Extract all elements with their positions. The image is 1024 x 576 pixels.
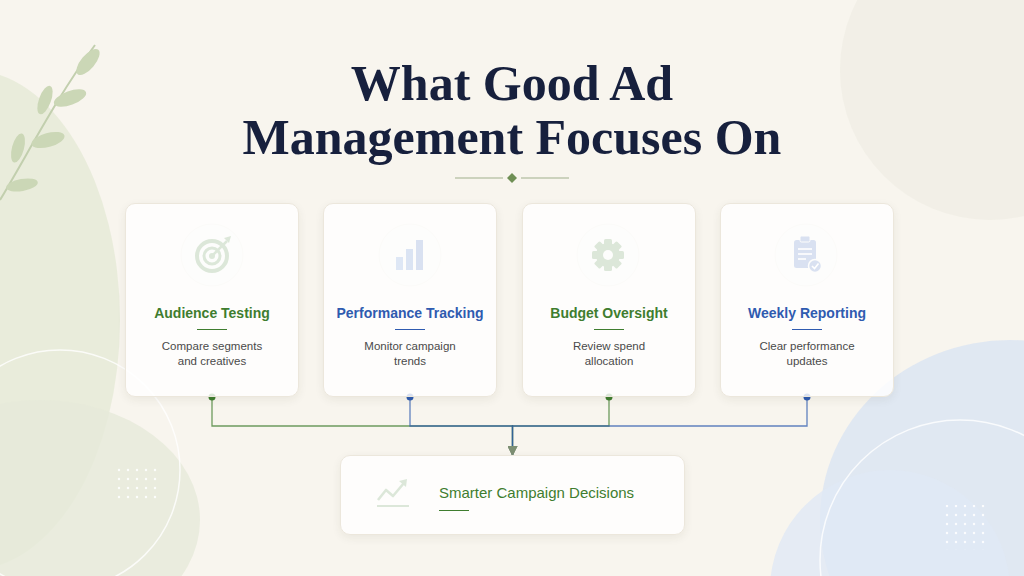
outcome-box: Smarter Campaign Decisions bbox=[340, 455, 685, 535]
heading-underline bbox=[197, 329, 227, 330]
node-description: Clear performance updates bbox=[748, 339, 866, 369]
node-description: Monitor campaign trends bbox=[351, 339, 469, 369]
heading-underline bbox=[439, 510, 469, 511]
flow-connector bbox=[513, 397, 808, 455]
node-heading: Smarter Campaign Decisions bbox=[439, 484, 634, 501]
node-description: Review spend allocation bbox=[550, 339, 668, 369]
flow-connector bbox=[410, 397, 513, 455]
focus-card: Budget OversightReview spend allocation bbox=[522, 203, 696, 397]
soft-blue bbox=[770, 470, 1010, 576]
node-heading: Weekly Reporting bbox=[748, 305, 866, 321]
focus-card: Weekly ReportingClear performance update… bbox=[720, 203, 894, 397]
title-divider bbox=[455, 173, 569, 183]
soft-arc bbox=[820, 420, 1024, 576]
connectors bbox=[209, 394, 811, 456]
flow-connector bbox=[513, 397, 610, 455]
heading-underline bbox=[395, 329, 425, 330]
soft-circle bbox=[840, 0, 1024, 220]
dot-grid bbox=[945, 505, 990, 550]
leaves bbox=[5, 45, 103, 193]
node-heading: Performance Tracking bbox=[336, 305, 483, 321]
dot-grid bbox=[115, 465, 160, 501]
heading-underline bbox=[594, 329, 624, 330]
focus-card: Audience TestingCompare segments and cre… bbox=[125, 203, 299, 397]
soft-leaf bbox=[0, 400, 200, 576]
heading-underline bbox=[792, 329, 822, 330]
node-heading: Audience Testing bbox=[154, 305, 270, 321]
diagram-title: What Good Ad Management Focuses On bbox=[229, 56, 795, 164]
node-description: Compare segments and creatives bbox=[153, 339, 271, 369]
focus-card: Performance TrackingMonitor campaign tre… bbox=[323, 203, 497, 397]
flow-connector bbox=[212, 397, 513, 455]
node-heading: Budget Oversight bbox=[550, 305, 667, 321]
